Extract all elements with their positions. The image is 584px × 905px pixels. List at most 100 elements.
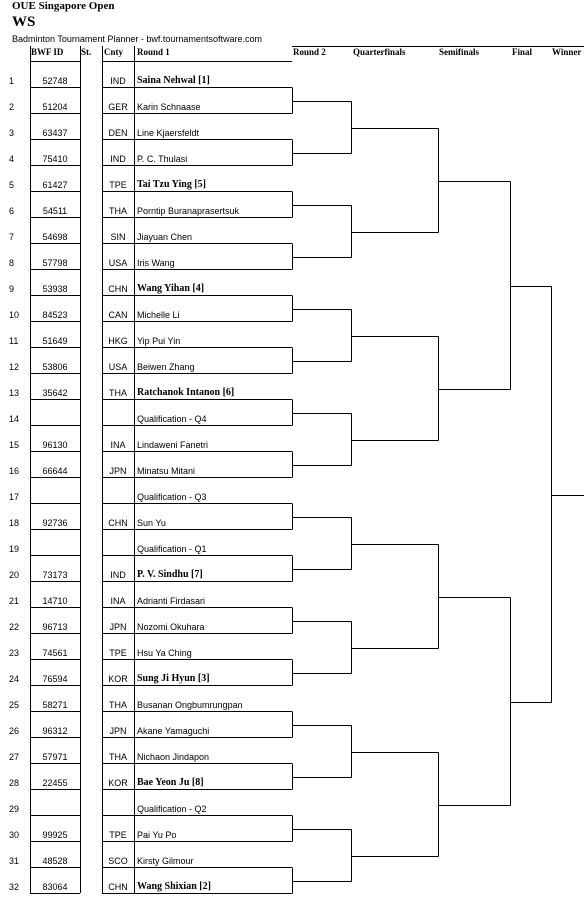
- player-name: Nichaon Jindapon: [137, 752, 210, 762]
- player-name: Qualification - Q3: [137, 492, 207, 502]
- bwf-id: 35642: [42, 388, 68, 398]
- country-code: KOR: [108, 674, 128, 684]
- draw-position: 19: [9, 544, 20, 554]
- header-semifinals: Semifinals: [439, 47, 480, 57]
- draw-position: 10: [9, 310, 20, 320]
- bwf-id: 66644: [42, 466, 68, 476]
- draw-position: 24: [9, 674, 20, 684]
- bwf-id: 22455: [42, 778, 68, 788]
- bwf-id: 74561: [42, 648, 68, 658]
- bwf-id: 99925: [42, 830, 68, 840]
- country-code: IND: [110, 76, 126, 86]
- draw-position: 13: [9, 388, 20, 398]
- player-name: Hsu Ya Ching: [137, 648, 192, 658]
- country-code: CHN: [108, 518, 128, 528]
- country-code: DEN: [108, 128, 128, 138]
- player-name-seeded: Saina Nehwal [1]: [137, 75, 210, 86]
- draw-position: 21: [9, 596, 20, 606]
- country-code: USA: [108, 362, 128, 372]
- bwf-id: 54511: [42, 206, 68, 216]
- header-winner: Winner: [552, 47, 582, 57]
- country-code: IND: [110, 154, 126, 164]
- player-name: Nozomi Okuhara: [137, 622, 205, 632]
- player-name-seeded: Wang Yihan [4]: [137, 283, 205, 294]
- draw-position: 3: [9, 128, 15, 138]
- draw-position: 12: [9, 362, 20, 372]
- player-name: Sun Yu: [137, 518, 166, 528]
- draw-position: 11: [9, 336, 19, 346]
- draw-row: 29 Qualification - Q2: [0, 789, 292, 815]
- header-round1: Round 1: [137, 47, 170, 57]
- player-name: Jiayuan Chen: [137, 232, 193, 242]
- header-status: St.: [81, 47, 92, 57]
- draw-position: 16: [9, 466, 20, 476]
- draw-row: 3 63437 DEN Line Kjaersfeldt: [0, 113, 292, 139]
- bwf-id: 96713: [42, 622, 68, 632]
- bwf-id: 73173: [42, 570, 68, 580]
- player-name: Busanan Ongbumrungpan: [137, 700, 243, 710]
- header-country: Cnty: [104, 47, 124, 57]
- player-name: Qualification - Q4: [137, 414, 207, 424]
- draw-position: 28: [9, 778, 20, 788]
- country-code: THA: [109, 752, 127, 762]
- player-name: Lindaweni Fanetri: [137, 440, 209, 450]
- bwf-id: 57971: [42, 752, 68, 762]
- draw-position: 22: [9, 622, 20, 632]
- draw-position: 29: [9, 804, 20, 814]
- draw-position: 14: [9, 414, 20, 424]
- country-code: KOR: [108, 778, 128, 788]
- header-bwf-id: BWF ID: [31, 47, 64, 57]
- bwf-id: 75410: [42, 154, 68, 164]
- bwf-id: 51204: [42, 102, 68, 112]
- country-code: USA: [108, 258, 128, 268]
- bwf-id: 53938: [42, 284, 68, 294]
- bwf-id: 83064: [42, 882, 68, 892]
- bwf-id: 96312: [42, 726, 68, 736]
- subtitle: Badminton Tournament Planner - bwf.tourn…: [12, 34, 262, 44]
- bwf-id: 54698: [42, 232, 68, 242]
- country-code: CAN: [108, 310, 128, 320]
- bwf-id: 63437: [42, 128, 68, 138]
- bwf-id: 14710: [42, 596, 68, 606]
- draw-position: 5: [9, 180, 15, 190]
- country-code: THA: [109, 700, 127, 710]
- player-name: Michelle Li: [137, 310, 180, 320]
- draw-position: 6: [9, 206, 15, 216]
- bwf-id: 58271: [42, 700, 68, 710]
- country-code: TPE: [109, 648, 127, 658]
- player-name: P. C. Thulasi: [137, 154, 188, 164]
- player-name: Karin Schnaase: [137, 102, 201, 112]
- country-code: JPN: [109, 726, 127, 736]
- country-code: THA: [109, 388, 127, 398]
- country-code: CHN: [108, 284, 128, 294]
- draw-position: 2: [9, 102, 15, 112]
- player-name: Iris Wang: [137, 258, 175, 268]
- header-quarterfinals: Quarterfinals: [353, 47, 406, 57]
- bwf-id: 92736: [42, 518, 68, 528]
- draw-position: 1: [9, 76, 15, 86]
- player-name: Qualification - Q2: [137, 804, 207, 814]
- draw-position: 31: [9, 856, 20, 866]
- player-name: Line Kjaersfeldt: [137, 128, 200, 138]
- event-title: WS: [12, 14, 36, 30]
- draw-position: 26: [9, 726, 20, 736]
- header-final: Final: [512, 47, 533, 57]
